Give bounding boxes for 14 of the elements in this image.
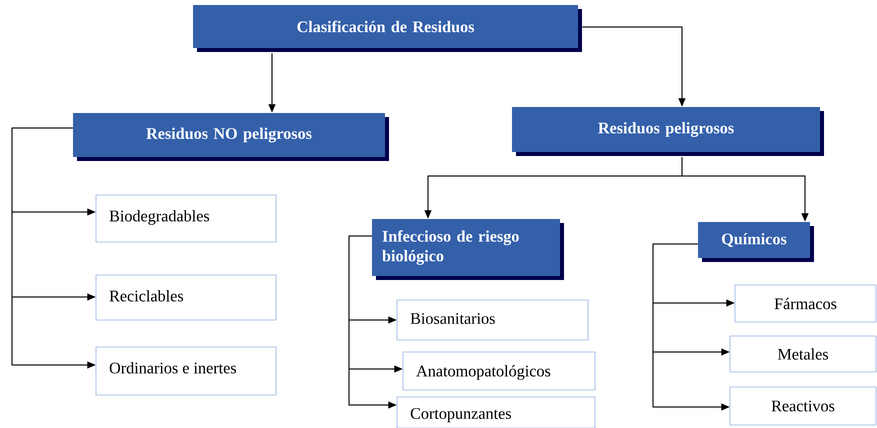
- item-box: Fármacos: [734, 284, 876, 322]
- category-box: Residuos NO peligrosos: [73, 113, 389, 161]
- category-box: Químicos: [698, 222, 814, 262]
- item-box: Cortopunzantes: [396, 396, 596, 428]
- item-box: Anatomopatológicos: [402, 352, 596, 390]
- item-box: Reactivos: [730, 386, 876, 426]
- item-box: Ordinarios e inertes: [96, 346, 276, 396]
- item-box: Metales: [730, 336, 876, 372]
- item-box: Biosanitarios: [396, 300, 588, 340]
- item-box: Biodegradables: [96, 194, 276, 242]
- item-box: Reciclables: [96, 274, 276, 320]
- category-box: Infeccioso de riesgo biológico: [372, 219, 564, 280]
- category-box: Residuos peligrosos: [512, 107, 824, 156]
- category-box: Clasificación de Residuos: [193, 5, 582, 52]
